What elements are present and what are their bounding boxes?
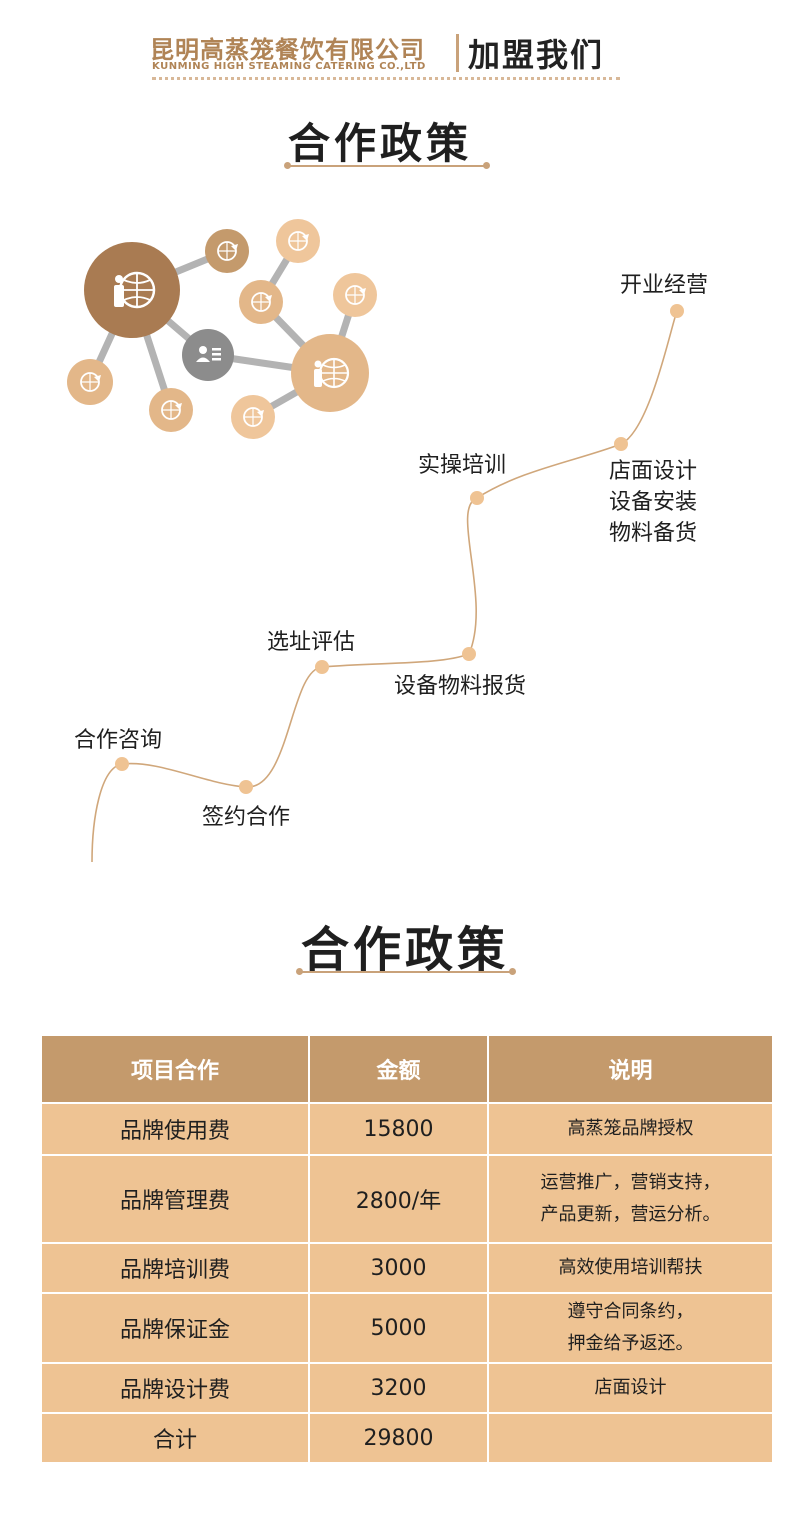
bubble-small-5: [67, 359, 113, 405]
globe-fish-icon: [161, 400, 182, 420]
row-note-line: 产品更新，营运分析。: [540, 1204, 721, 1225]
table-row: 品牌使用费 15800 高蒸笼品牌授权: [40, 1102, 774, 1156]
row-note-line: 高效使用培训帮扶: [558, 1257, 703, 1278]
bubble-small-3: [239, 280, 283, 324]
step-consult: 合作咨询: [74, 728, 163, 753]
row-item: 品牌保证金: [40, 1292, 310, 1364]
table-row: 品牌保证金 5000 遵守合同条约， 押金给予返还。: [40, 1292, 774, 1364]
globe-fish-icon: [251, 292, 272, 312]
table-row: 品牌培训费 3000 高效使用培训帮扶: [40, 1242, 774, 1294]
header-dotted-line: [152, 77, 620, 80]
row-amount: 2800/年: [308, 1154, 489, 1244]
section1-title: 合作政策: [288, 119, 473, 168]
row-amount: 15800: [308, 1102, 489, 1156]
process-path: [91, 304, 684, 863]
table-header-row: 项目合作 金额 说明: [40, 1034, 774, 1104]
bubble-small-6: [149, 388, 193, 432]
step-open: 开业经营: [620, 273, 709, 298]
row-note: 高效使用培训帮扶: [487, 1242, 774, 1294]
bubble-small-4: [333, 273, 377, 317]
globe-fish-icon: [243, 407, 264, 427]
row-item: 品牌培训费: [40, 1242, 310, 1294]
row-amount: 5000: [308, 1292, 489, 1364]
header-title: 加盟我们: [468, 36, 605, 74]
section1-underline-dot-left: [284, 162, 291, 169]
section2-underline-dot-left: [296, 968, 303, 975]
network-graphic: [67, 219, 377, 439]
globe-person-icon: [114, 271, 156, 309]
row-amount: 29800: [308, 1412, 489, 1464]
step-sign: 签约合作: [202, 805, 291, 830]
bubble-small-1: [205, 229, 249, 273]
step-dot-3: [315, 660, 329, 674]
table-row: 品牌管理费 2800/年 运营推广，营销支持， 产品更新，营运分析。: [40, 1154, 774, 1244]
step-stock: 物料备货: [609, 521, 698, 546]
row-note: [487, 1412, 774, 1464]
step-order: 设备物料报货: [394, 674, 527, 699]
section1-title-underline: [288, 165, 486, 167]
header-amount: 金额: [308, 1034, 489, 1104]
policy-table: 项目合作 金额 说明 品牌使用费 15800 高蒸笼品牌授权 品牌管理费 280…: [40, 1034, 774, 1464]
globe-person-icon: [314, 357, 350, 389]
header-note: 说明: [487, 1034, 774, 1104]
section2-underline-dot-right: [509, 968, 516, 975]
row-note: 店面设计: [487, 1362, 774, 1414]
bubble-small-7: [231, 395, 275, 439]
header-item: 项目合作: [40, 1034, 310, 1104]
step-dot-2: [239, 780, 253, 794]
step-store-design: 店面设计: [609, 459, 698, 484]
row-note-line: 运营推广，营销支持，: [540, 1172, 721, 1193]
company-name-en: KUNMING HIGH STEAMING CATERING CO.,LTD: [152, 61, 426, 72]
table-row: 品牌设计费 3200 店面设计: [40, 1362, 774, 1414]
step-dot-1: [115, 757, 129, 771]
row-note-line: 高蒸笼品牌授权: [567, 1118, 694, 1139]
row-note: 高蒸笼品牌授权: [487, 1102, 774, 1156]
row-amount: 3000: [308, 1242, 489, 1294]
bubble-hub-left: [84, 242, 180, 338]
globe-fish-icon: [345, 285, 366, 305]
row-note-line: 遵守合同条约，: [567, 1301, 694, 1322]
row-note: 遵守合同条约， 押金给予返还。: [487, 1292, 774, 1364]
id-card-icon: [196, 346, 221, 362]
row-note: 运营推广，营销支持， 产品更新，营运分析。: [487, 1154, 774, 1244]
process-path-line: [91, 310, 678, 863]
step-training: 实操培训: [418, 453, 507, 478]
bubble-hub-right: [291, 334, 369, 412]
step-site: 选址评估: [267, 630, 356, 655]
bubble-small-2: [276, 219, 320, 263]
step-dot-5: [470, 491, 484, 505]
step-dot-4: [462, 647, 476, 661]
row-note-line: 店面设计: [594, 1377, 667, 1398]
step-dot-6: [614, 437, 628, 451]
section2-title: 合作政策: [301, 922, 510, 978]
row-item: 合计: [40, 1412, 310, 1464]
section2-title-underline: [300, 971, 512, 973]
globe-fish-icon: [288, 231, 309, 251]
row-item: 品牌使用费: [40, 1102, 310, 1156]
bubble-gray-center: [182, 329, 234, 381]
row-amount: 3200: [308, 1362, 489, 1414]
row-item: 品牌设计费: [40, 1362, 310, 1414]
row-item: 品牌管理费: [40, 1154, 310, 1244]
row-note-line: 押金给予返还。: [567, 1333, 694, 1354]
table-row-total: 合计 29800: [40, 1412, 774, 1464]
company-name-cn: 昆明高蒸笼餐饮有限公司: [150, 36, 425, 64]
header-divider: [456, 34, 459, 72]
section1-underline-dot-right: [483, 162, 490, 169]
globe-fish-icon: [217, 241, 238, 261]
step-dot-7: [670, 304, 684, 318]
step-install: 设备安装: [609, 490, 698, 515]
globe-fish-icon: [80, 372, 101, 392]
